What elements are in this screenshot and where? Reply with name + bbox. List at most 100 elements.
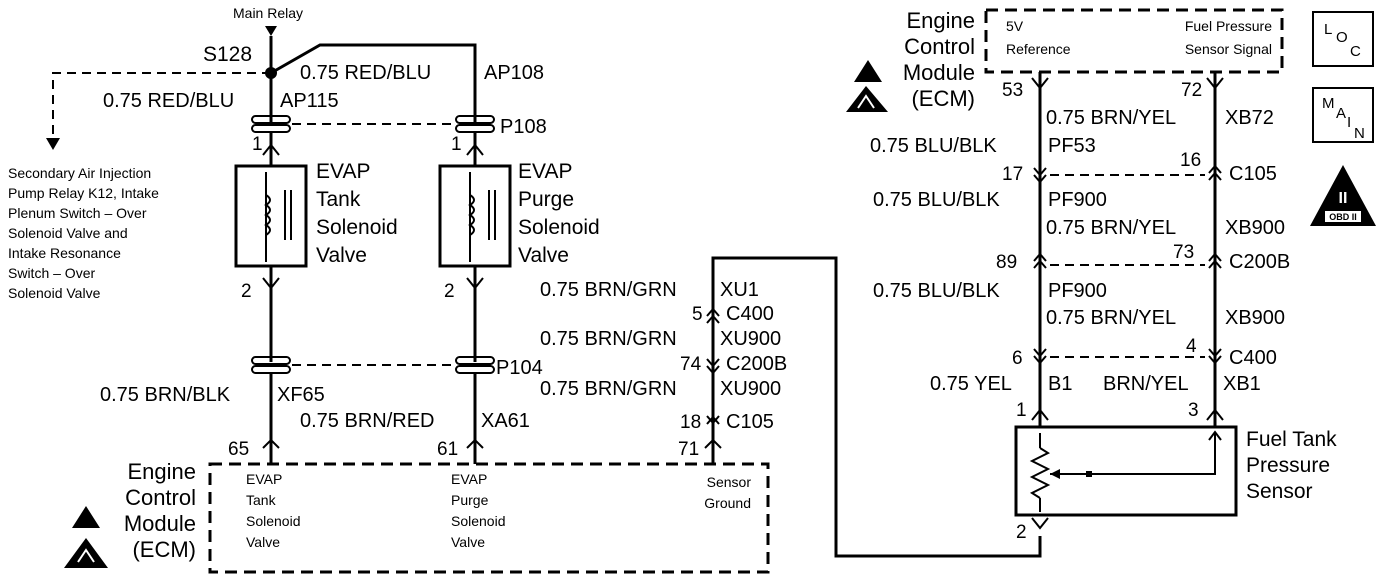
- sensor-pin-3-terminal: [1206, 408, 1224, 421]
- wire-pf53-circuit: PF53: [1048, 135, 1096, 157]
- ecm-bottom-tank-label: EVAP Tank Solenoid Valve: [246, 471, 301, 550]
- purge-pin-1: 1: [451, 134, 462, 155]
- potentiometer-icon: [1029, 430, 1222, 512]
- esd-warning-icon: [64, 506, 108, 568]
- ecm-pin-71: 71: [678, 439, 699, 460]
- ground-wire-gauge: 0.75 BRN/GRN: [540, 378, 677, 400]
- ecm-func-line: Sensor: [707, 474, 752, 490]
- ecm-pin-65: 65: [228, 439, 249, 460]
- ecm-func-line: Valve: [246, 534, 280, 550]
- purge-label-line: Valve: [518, 244, 569, 267]
- wire-xf65-gauge: 0.75 BRN/BLK: [100, 384, 231, 406]
- ecm-title-line: Control: [904, 34, 975, 59]
- wire-pf900-gauge: 0.75 BLU/BLK: [873, 189, 1000, 211]
- icon-letter: N: [1354, 125, 1365, 142]
- ecm-ref-label: 5V: [1006, 18, 1024, 34]
- connector-pin: 5: [692, 304, 703, 325]
- ground-connector-c200b: 74 C200B: [680, 353, 787, 375]
- ecm-bottom-title: Engine Control Module (ECM): [124, 459, 196, 562]
- location-icon: L O C: [1312, 11, 1374, 67]
- connector-label: C105: [1229, 163, 1277, 185]
- ecm-title-line: (ECM): [132, 537, 196, 562]
- ecm-bottom-box: [208, 462, 770, 574]
- connector-pin: 4: [1186, 336, 1197, 357]
- ecm-func-line: Purge: [451, 492, 489, 508]
- connector-pin: 18: [680, 412, 701, 433]
- main-relay-arrow: [265, 26, 277, 36]
- tank-coil-icon: [264, 172, 292, 262]
- ecm-title-line: Module: [124, 511, 196, 536]
- ecm-title-line: Engine: [127, 459, 196, 484]
- wire-ap115-circuit: AP115: [280, 90, 339, 112]
- tank-pin-2: 2: [241, 281, 252, 302]
- note-line: Solenoid Valve and: [8, 225, 128, 241]
- wire-xb900-gauge: 0.75 BRN/YEL: [1046, 217, 1176, 239]
- icon-letter: O: [1336, 29, 1348, 46]
- connector-p108-label: P108: [500, 116, 547, 138]
- ecm-func-line: Tank: [246, 492, 277, 508]
- ecm-func-line: Solenoid: [246, 513, 301, 529]
- wire-xf65-circuit: XF65: [277, 384, 325, 406]
- connector-label: C200B: [1229, 251, 1290, 273]
- ground-wire-gauge: 0.75 BRN/GRN: [540, 279, 677, 301]
- connector-c105: 17 16 C105: [1002, 150, 1277, 185]
- tank-label-line: EVAP: [316, 160, 370, 183]
- connector-p104: [251, 356, 495, 374]
- icon-letter: M: [1322, 95, 1335, 112]
- wire-xb72-circuit: XB72: [1225, 107, 1274, 129]
- connector-label: C105: [726, 411, 774, 433]
- icon-letter: L: [1324, 21, 1332, 38]
- wire-xb1-circuit: XB1: [1223, 373, 1261, 395]
- ground-connector-c400: 5 C400: [692, 303, 774, 325]
- connector-pin: 89: [996, 252, 1017, 273]
- note-line: Switch – Over: [8, 265, 95, 281]
- sensor-pin-3: 3: [1188, 400, 1199, 421]
- purge-label-line: EVAP: [518, 160, 572, 183]
- note-line: Plenum Switch – Over: [8, 205, 147, 221]
- ground-connector-c105: 18 C105: [680, 411, 774, 433]
- ecm-func-line: Valve: [451, 534, 485, 550]
- sensor-pin-1: 1: [1016, 400, 1027, 421]
- fuel-sensor-box: [1014, 425, 1238, 517]
- connector-pin: 74: [680, 354, 702, 375]
- ecm-title-line: Engine: [906, 8, 975, 33]
- esd-warning-icon: [846, 60, 888, 112]
- connector-c400: 6 4 C400: [1012, 336, 1277, 369]
- sensor-label-line: Pressure: [1246, 454, 1330, 477]
- ecm-pin-72: 72: [1181, 80, 1202, 101]
- wire-xb900b-gauge: 0.75 BRN/YEL: [1046, 307, 1176, 329]
- connector-label: C200B: [726, 353, 787, 375]
- ground-wire-circuit: XU900: [720, 378, 781, 400]
- ecm-signal-label: Fuel Pressure: [1185, 18, 1272, 34]
- wire-pf900-circuit: PF900: [1048, 189, 1107, 211]
- ecm-func-line: Solenoid: [451, 513, 506, 529]
- wire-ap115-gauge: 0.75 RED/BLU: [103, 90, 234, 112]
- wire-pf900b-circuit: PF900: [1048, 280, 1107, 302]
- connector-p104-label: P104: [496, 357, 543, 379]
- wire-pf53-gauge: 0.75 BLU/BLK: [870, 135, 997, 157]
- splice-s128-label: S128: [203, 43, 252, 66]
- sensor-pin-1-terminal: [1031, 408, 1049, 421]
- ecm-func-line: EVAP: [451, 471, 487, 487]
- ecm-signal-label: Sensor Signal: [1185, 41, 1272, 57]
- icon-letter: A: [1336, 105, 1346, 122]
- wire-xa61-gauge: 0.75 BRN/RED: [300, 410, 435, 432]
- obd-ii-icon: II OBD II: [1310, 165, 1376, 226]
- wire-xb900-circuit: XB900: [1225, 217, 1285, 239]
- ecm-pin-61: 61: [437, 439, 458, 460]
- purge-label-line: Solenoid: [518, 216, 600, 239]
- ecm-pin-53: 53: [1002, 80, 1023, 101]
- tank-label-line: Tank: [316, 188, 361, 211]
- icon-letter: C: [1350, 43, 1361, 60]
- connector-c200b: 89 73 C200B: [996, 242, 1290, 273]
- purge-pin-2: 2: [444, 281, 455, 302]
- fuel-sensor-label: Fuel Tank Pressure Sensor: [1246, 428, 1337, 503]
- wire-ap108-gauge: 0.75 RED/BLU: [300, 62, 431, 84]
- main-relay-label: Main Relay: [233, 5, 303, 21]
- ecm-ref-label: Reference: [1006, 41, 1071, 57]
- ecm-top-box: [984, 8, 1284, 74]
- wire-xb900b-circuit: XB900: [1225, 307, 1285, 329]
- sensor-label-line: Sensor: [1246, 480, 1313, 503]
- ecm-bottom-ground-label: Sensor Ground: [704, 474, 751, 511]
